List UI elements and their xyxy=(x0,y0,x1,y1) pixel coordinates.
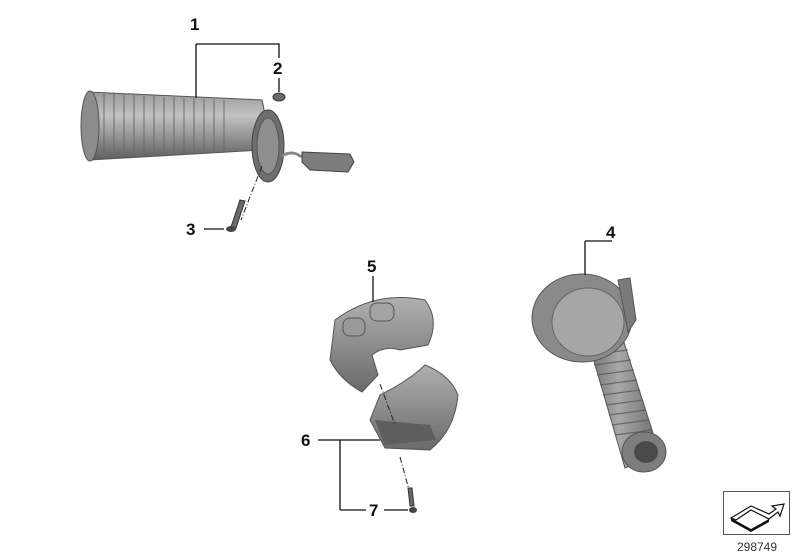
leader-lines xyxy=(195,43,612,511)
part-7-screw[interactable] xyxy=(399,456,417,513)
callout-7[interactable]: 7 xyxy=(369,501,379,520)
callout-5[interactable]: 5 xyxy=(367,257,377,276)
orientation-stamp xyxy=(723,491,790,535)
direction-arrow-icon xyxy=(729,503,785,532)
part-2-cap[interactable] xyxy=(272,92,286,102)
callout-3[interactable]: 3 xyxy=(186,220,196,239)
callout-6[interactable]: 6 xyxy=(301,431,311,450)
callout-4[interactable]: 4 xyxy=(606,223,616,242)
image-number: 298749 xyxy=(736,540,778,554)
part-5-switch-housing-upper[interactable] xyxy=(329,297,434,393)
part-1-heated-grip[interactable] xyxy=(80,90,355,183)
part-6-switch-housing-lower[interactable] xyxy=(369,364,459,451)
callout-2[interactable]: 2 xyxy=(273,59,283,78)
part-3-screw[interactable] xyxy=(226,165,263,232)
part-4-grip[interactable] xyxy=(531,273,667,473)
callout-1[interactable]: 1 xyxy=(190,15,200,34)
